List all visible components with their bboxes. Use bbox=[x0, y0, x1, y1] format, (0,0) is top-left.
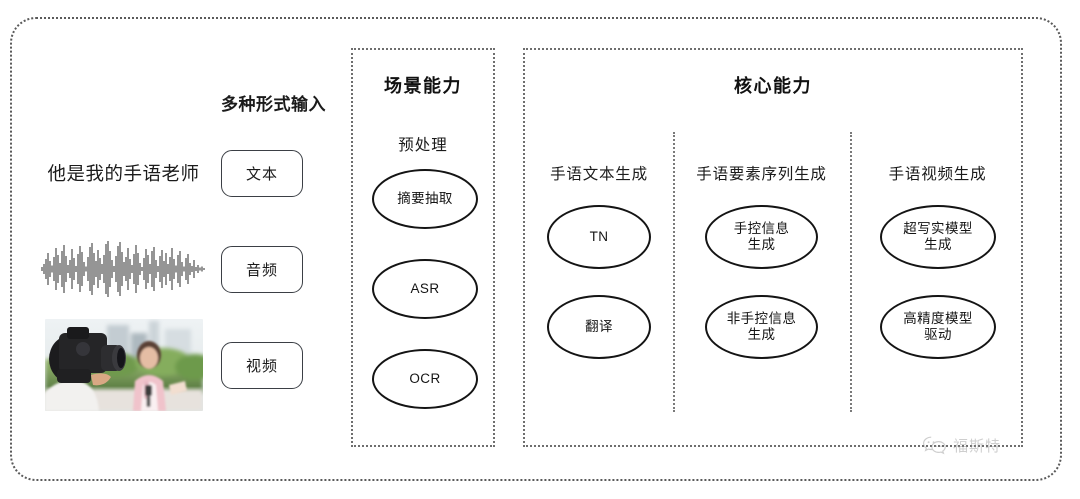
outer-frame bbox=[10, 17, 1062, 481]
scene-capability-section: 场景能力 预处理 摘要抽取 ASR OCR bbox=[351, 48, 495, 447]
node-non-manual-signal-line1: 非手控信息 bbox=[726, 311, 797, 327]
scene-section-title: 场景能力 bbox=[384, 76, 462, 96]
text-sample-slot: 他是我的手语老师 bbox=[26, 128, 221, 218]
node-asr[interactable]: ASR bbox=[372, 259, 478, 319]
input-row-audio: 音频 bbox=[26, 224, 336, 314]
core-capability-section: 核心能力 手语文本生成 TN 翻译 手语要素序列生成 手控信息 生成 bbox=[523, 48, 1023, 447]
node-translation-line1: 翻译 bbox=[585, 319, 613, 335]
node-hyperrealistic-model-generation[interactable]: 超写实模型 生成 bbox=[880, 205, 996, 269]
core-column-divider-2 bbox=[850, 132, 852, 412]
core-column-1-label: 手语要素序列生成 bbox=[696, 166, 827, 183]
node-high-precision-model-driving[interactable]: 高精度模型 驱动 bbox=[880, 295, 996, 359]
core-section-title: 核心能力 bbox=[734, 76, 812, 96]
core-column-sign-video-generation: 手语视频生成 超写实模型 生成 高精度模型 驱动 bbox=[850, 50, 1025, 449]
audio-sample-slot bbox=[26, 224, 221, 314]
input-panel: 多种形式输入 他是我的手语老师 文本 bbox=[26, 90, 336, 420]
input-panel-heading: 多种形式输入 bbox=[221, 95, 326, 114]
node-manual-signal-generation[interactable]: 手控信息 生成 bbox=[705, 205, 818, 269]
core-column-0-label: 手语文本生成 bbox=[550, 166, 648, 183]
input-row-text: 他是我的手语老师 文本 bbox=[26, 128, 336, 218]
core-column-divider-1 bbox=[673, 132, 675, 412]
text-sample: 他是我的手语老师 bbox=[47, 163, 200, 184]
node-hyperrealistic-line1: 超写实模型 bbox=[903, 221, 973, 237]
audio-waveform-icon bbox=[41, 241, 205, 297]
video-sample-slot bbox=[26, 319, 221, 411]
modality-chip-audio[interactable]: 音频 bbox=[221, 245, 303, 293]
core-column-sign-text-generation: 手语文本生成 TN 翻译 bbox=[525, 50, 673, 449]
node-non-manual-signal-generation[interactable]: 非手控信息 生成 bbox=[705, 295, 818, 359]
node-manual-signal-line1: 手控信息 bbox=[733, 221, 790, 237]
node-high-precision-line2: 驱动 bbox=[924, 327, 952, 342]
core-column-sign-element-sequence-generation: 手语要素序列生成 手控信息 生成 非手控信息 生成 bbox=[673, 50, 850, 449]
watermark-label: 福斯特 bbox=[953, 437, 1002, 455]
modality-chip-text[interactable]: 文本 bbox=[221, 149, 303, 197]
watermark: 福斯特 bbox=[922, 432, 1001, 458]
node-non-manual-signal-line2: 生成 bbox=[747, 327, 776, 342]
input-row-video: 视频 bbox=[26, 319, 336, 411]
node-high-precision-line1: 高精度模型 bbox=[903, 311, 973, 327]
node-tn[interactable]: TN bbox=[547, 205, 651, 269]
wechat-icon bbox=[922, 436, 946, 455]
core-column-2-label: 手语视频生成 bbox=[888, 166, 987, 183]
node-manual-signal-line2: 生成 bbox=[747, 237, 776, 252]
node-tn-line1: TN bbox=[589, 229, 609, 245]
node-ocr[interactable]: OCR bbox=[372, 349, 478, 409]
modality-chip-video[interactable]: 视频 bbox=[221, 341, 303, 389]
node-translation[interactable]: 翻译 bbox=[547, 295, 651, 359]
video-thumbnail-image bbox=[44, 319, 203, 411]
node-abstract-extraction[interactable]: 摘要抽取 bbox=[372, 169, 478, 229]
scene-section-subtitle: 预处理 bbox=[398, 137, 448, 154]
node-hyperrealistic-line2: 生成 bbox=[924, 237, 952, 252]
